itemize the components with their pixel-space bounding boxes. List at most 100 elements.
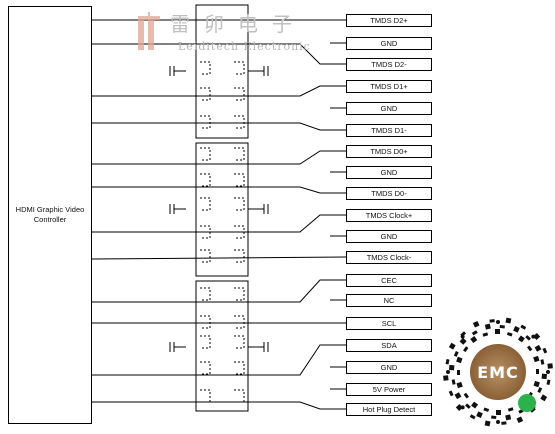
diode-mark — [200, 361, 211, 375]
signal-wire — [92, 401, 346, 410]
qr-dot — [460, 405, 465, 410]
qr-dot — [501, 421, 507, 425]
watermark-logo: 雷卯电子 Leiditech Electronic — [134, 8, 314, 58]
diode-mark — [200, 287, 211, 301]
diode-mark — [234, 147, 245, 161]
qr-dot — [494, 328, 501, 335]
signal-wire — [92, 214, 346, 233]
qr-dot — [459, 337, 467, 345]
diode-mark — [234, 225, 245, 239]
qr-dot — [496, 420, 500, 424]
qr-dot — [460, 334, 465, 339]
qr-dot — [533, 332, 541, 341]
pin-label: TMDS Clock- — [346, 251, 432, 264]
diode-mark — [234, 389, 245, 403]
qr-dot — [541, 373, 548, 380]
signal-wire — [92, 43, 346, 65]
diode-mark — [234, 315, 245, 329]
pin-label: TMDS D0- — [346, 187, 432, 200]
diode-mark — [200, 197, 211, 211]
qr-dot — [525, 335, 531, 341]
diode-mark — [200, 389, 211, 403]
qr-badge-text: EMC — [477, 362, 519, 382]
pin-label: CEC — [346, 274, 432, 287]
qr-dot — [470, 336, 478, 344]
diode-mark — [200, 147, 211, 161]
diode-mark — [200, 87, 211, 101]
qr-dot — [456, 369, 461, 376]
signal-wire — [92, 85, 346, 97]
pin-label: TMDS D1- — [346, 124, 432, 137]
qr-dot — [454, 392, 462, 400]
pin-label: GND — [346, 230, 432, 243]
diode-mark — [200, 249, 211, 263]
qr-dot — [496, 320, 500, 324]
qr-dot — [456, 356, 463, 364]
qr-dot — [476, 411, 483, 418]
diode-mark — [200, 61, 211, 75]
qr-dot — [540, 394, 548, 402]
diode-mark — [234, 173, 245, 187]
diode-mark — [234, 361, 245, 375]
qr-dot — [534, 344, 542, 352]
pin-label: TMDS D2+ — [346, 14, 432, 27]
diode-mark — [234, 197, 245, 211]
pin-label: SCL — [346, 317, 432, 330]
qr-dot — [489, 319, 495, 323]
qr-dot — [482, 332, 489, 337]
qr-dot — [471, 330, 478, 336]
pin-label: Hot Plug Detect — [346, 403, 432, 416]
qr-center-badge: EMC — [470, 344, 526, 400]
qr-dot — [463, 392, 470, 399]
qr-dot — [456, 381, 463, 389]
watermark-cn: 雷卯电子 — [170, 12, 306, 36]
watermark-en: Leiditech Electronic — [178, 40, 311, 53]
qr-dot — [451, 379, 456, 385]
signal-wire — [92, 279, 346, 303]
pin-label: SDA — [346, 339, 432, 352]
controller-label: HDMI Graphic Video Controller — [15, 205, 85, 224]
pin-label: GND — [346, 102, 432, 115]
diode-mark — [234, 87, 245, 101]
qr-dot — [448, 390, 454, 397]
diode-mark — [234, 115, 245, 129]
qr-dot — [531, 334, 536, 339]
qr-dot — [446, 370, 450, 374]
signal-wire — [92, 344, 346, 376]
qr-dot — [484, 323, 491, 330]
qr-dot — [471, 401, 479, 409]
leiditech-logo-icon — [138, 12, 160, 50]
qr-dot — [517, 335, 525, 343]
qr-dot — [483, 407, 490, 412]
qr-dot — [507, 407, 514, 412]
pin-label: NC — [346, 294, 432, 307]
qr-dot — [448, 364, 455, 371]
qr-dot — [505, 414, 512, 421]
qr-dot — [505, 317, 512, 324]
qr-dot — [495, 409, 502, 416]
qr-dot — [455, 403, 463, 412]
qr-dot — [546, 370, 550, 374]
qr-dot — [546, 379, 551, 385]
qr-dot — [526, 345, 533, 352]
pin-label: TMDS D0+ — [346, 145, 432, 158]
qr-dot — [506, 332, 513, 337]
diode-mark — [200, 315, 211, 329]
qr-code: EMC — [442, 316, 554, 428]
qr-dot — [453, 351, 459, 357]
qr-dot — [484, 420, 491, 427]
esd-block — [195, 280, 249, 412]
qr-dot — [499, 324, 505, 329]
qr-dot — [491, 415, 497, 420]
signal-wire — [91, 256, 347, 260]
signal-wire — [92, 122, 346, 131]
diode-mark — [234, 287, 245, 301]
pin-label: 5V Power — [346, 383, 432, 396]
pin-label: TMDS Clock+ — [346, 209, 432, 222]
hdmi-controller-block: HDMI Graphic Video Controller — [8, 6, 92, 424]
qr-dot — [533, 380, 540, 388]
qr-dot — [513, 326, 520, 333]
signal-wire — [92, 186, 346, 194]
